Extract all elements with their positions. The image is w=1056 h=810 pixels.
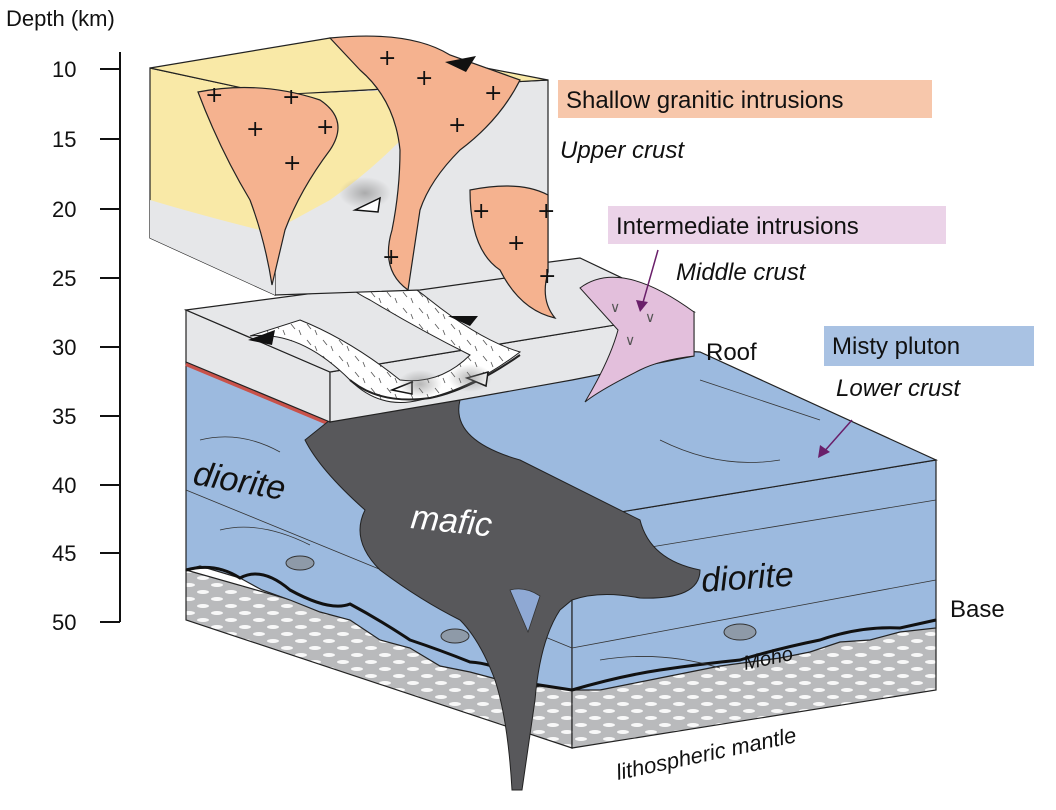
svg-text:+: +	[448, 113, 466, 138]
mafic-body	[304, 399, 701, 791]
svg-text:+: +	[382, 245, 400, 270]
lower-crust-arrow	[821, 419, 853, 455]
base-label: Base	[950, 596, 1005, 623]
svg-text:+: +	[507, 231, 525, 256]
svg-text:+: +	[246, 117, 264, 142]
svg-text:∨: ∨	[645, 310, 655, 326]
svg-text:+: +	[484, 81, 502, 106]
shallow-label: Shallow granitic intrusions	[566, 87, 843, 114]
tick-label: 35	[52, 404, 76, 429]
tick-label: 10	[52, 57, 76, 82]
svg-text:+: +	[472, 199, 490, 224]
axis-ticks	[100, 68, 120, 623]
svg-text:∨: ∨	[625, 333, 635, 349]
tick-label: 15	[52, 127, 76, 152]
mafic-drip	[509, 588, 541, 634]
intermediate-arrow	[641, 249, 659, 307]
svg-text:+: +	[378, 46, 396, 71]
depth-axis: Depth (km) 10 15 20 25 30 35 40 45 50	[6, 6, 121, 635]
middle-crust-label: Middle crust	[676, 259, 807, 286]
tick-label: 50	[52, 610, 76, 635]
svg-text:∨: ∨	[610, 300, 620, 316]
mafic-label: mafic	[409, 498, 494, 544]
svg-text:+: +	[538, 264, 556, 289]
intermediate-label-box	[608, 206, 946, 244]
svg-text:+: +	[282, 85, 300, 110]
upper-crust-label: Upper crust	[560, 137, 685, 164]
svg-text:+: +	[415, 66, 433, 91]
tick-label: 20	[52, 197, 76, 222]
axis-title: Depth (km)	[6, 6, 115, 31]
misty-label-box	[824, 326, 1034, 366]
lower-crust-label: Lower crust	[836, 375, 961, 402]
svg-text:+: +	[205, 83, 223, 108]
tick-label: 25	[52, 266, 76, 291]
svg-text:+: +	[316, 115, 334, 140]
intermediate-label: Intermediate intrusions	[616, 213, 859, 240]
tick-label: 40	[52, 473, 76, 498]
shallow-label-box	[558, 80, 932, 118]
upper-block: + + + + + + + + + + + + + +	[149, 35, 557, 319]
tick-label: 30	[52, 335, 76, 360]
diorite-right-label: diorite	[700, 556, 795, 600]
misty-label: Misty pluton	[832, 333, 960, 360]
tick-label: 45	[52, 541, 76, 566]
roof-label: Roof	[706, 339, 757, 366]
svg-text:+: +	[537, 199, 555, 224]
svg-text:+: +	[283, 151, 301, 176]
